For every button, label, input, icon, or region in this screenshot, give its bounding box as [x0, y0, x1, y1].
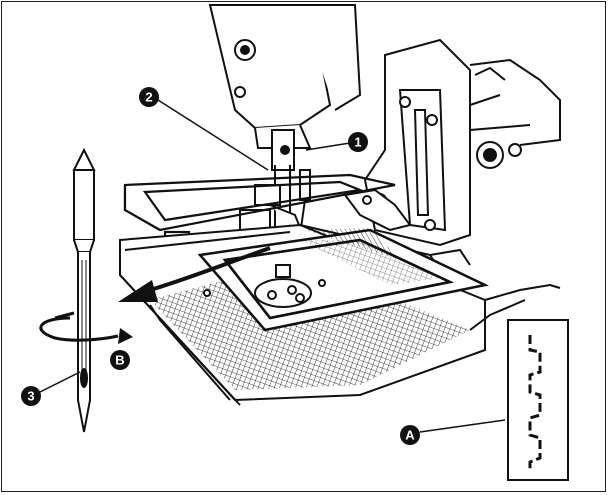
presser-bracket [343, 38, 471, 247]
machine-side [469, 58, 561, 169]
bed-edge [149, 283, 561, 401]
stitch-pattern-icon [507, 319, 569, 481]
rotation-arrow-icon [39, 311, 133, 344]
needle-plate [203, 264, 326, 308]
direction-arrow [118, 246, 271, 302]
needle-bar [239, 129, 311, 262]
needle-icon [72, 147, 96, 433]
leader-lines [39, 99, 506, 433]
machine-head [208, 4, 362, 149]
